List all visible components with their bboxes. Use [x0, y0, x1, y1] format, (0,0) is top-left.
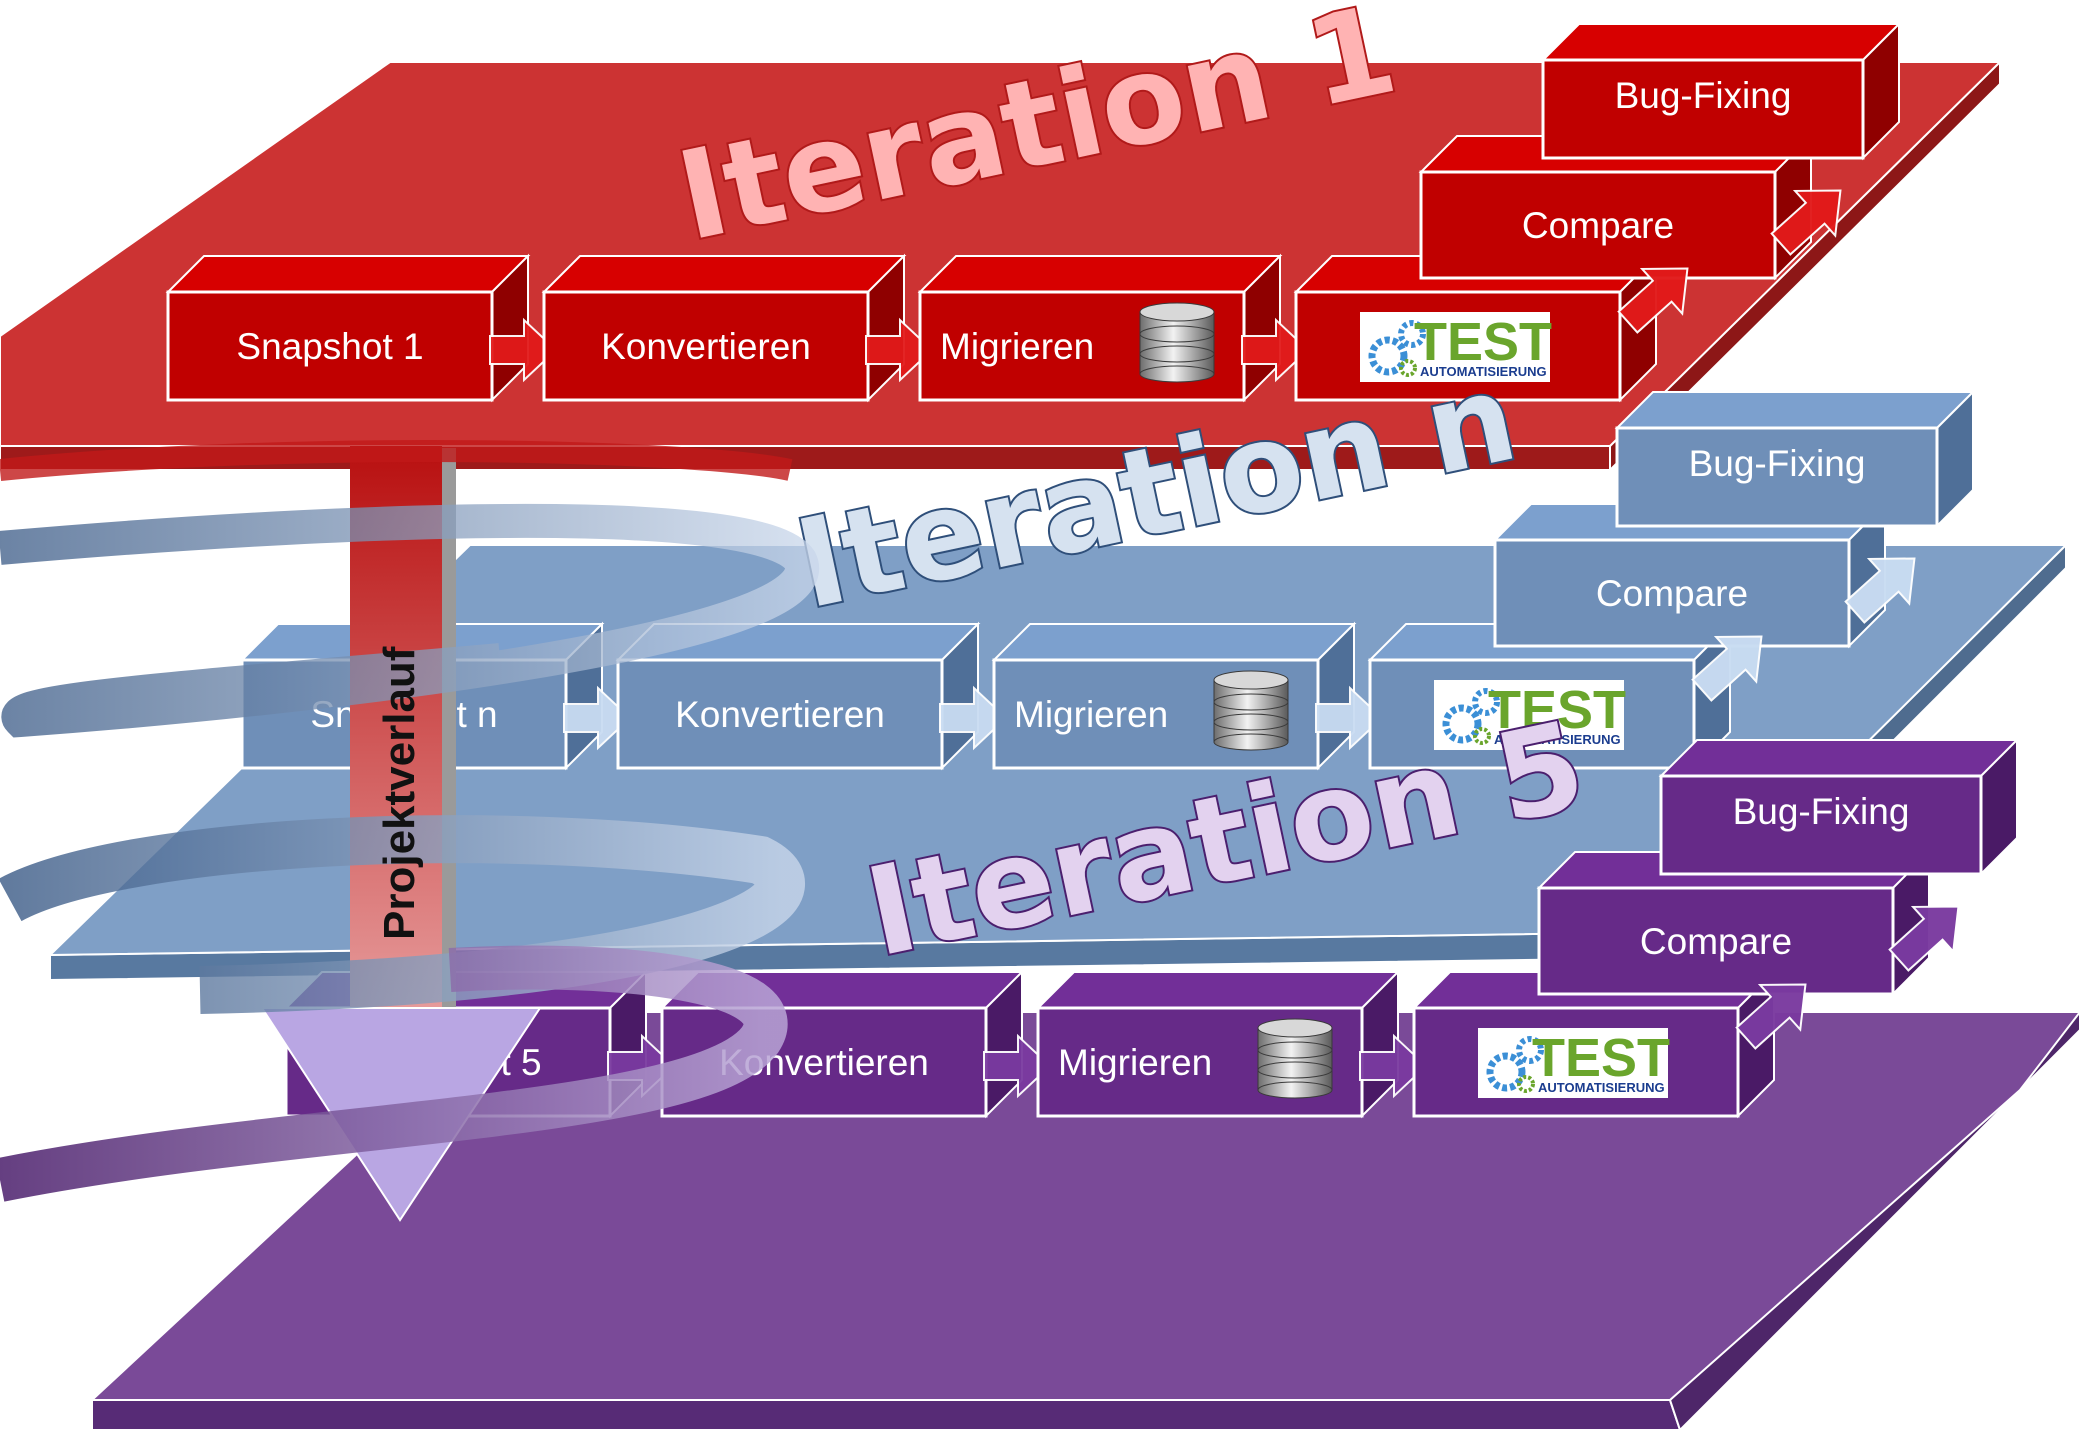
db-top [1213, 670, 1289, 690]
box-front [616, 658, 944, 770]
box-front [1541, 58, 1865, 160]
step-label-2: Konvertieren [601, 326, 811, 367]
database-icon [1213, 670, 1289, 751]
gear-icon [1399, 359, 1417, 377]
db-rim [1139, 325, 1215, 343]
platform-front [91, 1399, 1682, 1431]
db-rim [1213, 713, 1289, 731]
bug-fixing-label: Bug-Fixing [1615, 75, 1792, 116]
process-box-2 [541, 253, 907, 403]
step-label-3: Migrieren [1058, 1042, 1212, 1083]
compare-label: Compare [1640, 921, 1792, 962]
gear-icon [1368, 336, 1408, 376]
arrow-shaft-shadow [440, 448, 456, 1008]
box-front [1659, 774, 1983, 876]
gear-icon [1442, 704, 1482, 744]
db-rim [1257, 1061, 1333, 1079]
gear-icon [1517, 1075, 1535, 1093]
box-top [991, 623, 1357, 661]
gear-icon [1398, 320, 1426, 348]
arrow-shape [1844, 557, 1916, 624]
bug-fixing-box [1614, 389, 1976, 529]
diagonal-arrow-to-bugfix [1844, 557, 1916, 624]
flow-arrow-2 [939, 685, 1008, 751]
arrow-shape [1691, 635, 1763, 702]
db-rim [1139, 365, 1215, 383]
diagonal-arrow-to-bugfix [1888, 905, 1960, 972]
diagonal-arrow-to-compare [1617, 267, 1689, 334]
swirl-ribbon-red [0, 440, 793, 481]
box-top [1035, 971, 1401, 1009]
process-box-2 [615, 621, 981, 771]
step-label-2: Konvertieren [675, 694, 885, 735]
gear-icon [1472, 688, 1500, 716]
flow-arrow-3 [1241, 317, 1310, 383]
flow-arrow-3 [1315, 685, 1384, 751]
step-label-1: Snapshot 1 [236, 326, 423, 367]
flow-arrow-2 [983, 1033, 1052, 1099]
box-top [165, 255, 531, 293]
bug-fixing-label: Bug-Fixing [1733, 791, 1910, 832]
arrow-shape [1617, 267, 1689, 334]
bug-fixing-label: Bug-Fixing [1689, 443, 1866, 484]
box-front [1419, 170, 1777, 280]
gear-icon [1486, 1052, 1526, 1092]
box-top [541, 255, 907, 293]
db-top [1139, 302, 1215, 322]
box-front [1493, 538, 1851, 648]
db-rim [1139, 345, 1215, 363]
step-label-3: Migrieren [1014, 694, 1168, 735]
compare-label: Compare [1522, 205, 1674, 246]
test-logo-subtitle: AUTOMATISIERUNG [1420, 364, 1547, 379]
box-front [1412, 1006, 1740, 1118]
gear-icon [1473, 727, 1491, 745]
test-logo-word: TEST [1532, 1028, 1670, 1088]
arrow-shape [1888, 905, 1960, 972]
progress-label: Projektverlauf [375, 646, 424, 940]
compare-label: Compare [1596, 573, 1748, 614]
db-rim [1257, 1081, 1333, 1099]
diagonal-arrow-to-compare [1735, 983, 1807, 1050]
flow-arrow-1 [489, 317, 558, 383]
swirl-ribbon-1 [0, 503, 819, 738]
box-front [1615, 426, 1939, 528]
flow-arrow-3 [1359, 1033, 1428, 1099]
box-top [1658, 739, 2020, 777]
test-logo-word: TEST [1414, 312, 1552, 372]
flow-arrow-2 [865, 317, 934, 383]
step-label-3: Migrieren [940, 326, 1094, 367]
db-rim [1213, 693, 1289, 711]
box-top [1614, 391, 1976, 429]
box-front [542, 290, 870, 402]
db-top [1257, 1018, 1333, 1038]
diagonal-arrow-to-compare [1691, 635, 1763, 702]
flow-arrow-1 [563, 685, 632, 751]
db-rim [1213, 733, 1289, 751]
db-rim [1257, 1041, 1333, 1059]
bug-fixing-box [1540, 21, 1902, 161]
arrow-shape [1735, 983, 1807, 1050]
box-top [917, 255, 1283, 293]
test-logo-word: TEST [1488, 680, 1626, 740]
diagonal-arrow-to-bugfix [1770, 189, 1842, 256]
test-logo-subtitle: AUTOMATISIERUNG [1538, 1080, 1665, 1095]
arrow-shape [1770, 189, 1842, 256]
database-icon [1139, 302, 1215, 383]
test-logo-subtitle: AUTOMATISIERUNG [1494, 732, 1621, 747]
database-icon [1257, 1018, 1333, 1099]
gear-icon [1516, 1036, 1544, 1064]
box-front [1537, 886, 1895, 996]
swirl-ribbon-3 [0, 945, 788, 1202]
progress-arrow: Projektverlauf [0, 440, 819, 1222]
box-top [1540, 23, 1902, 61]
bug-fixing-box [1658, 737, 2020, 877]
